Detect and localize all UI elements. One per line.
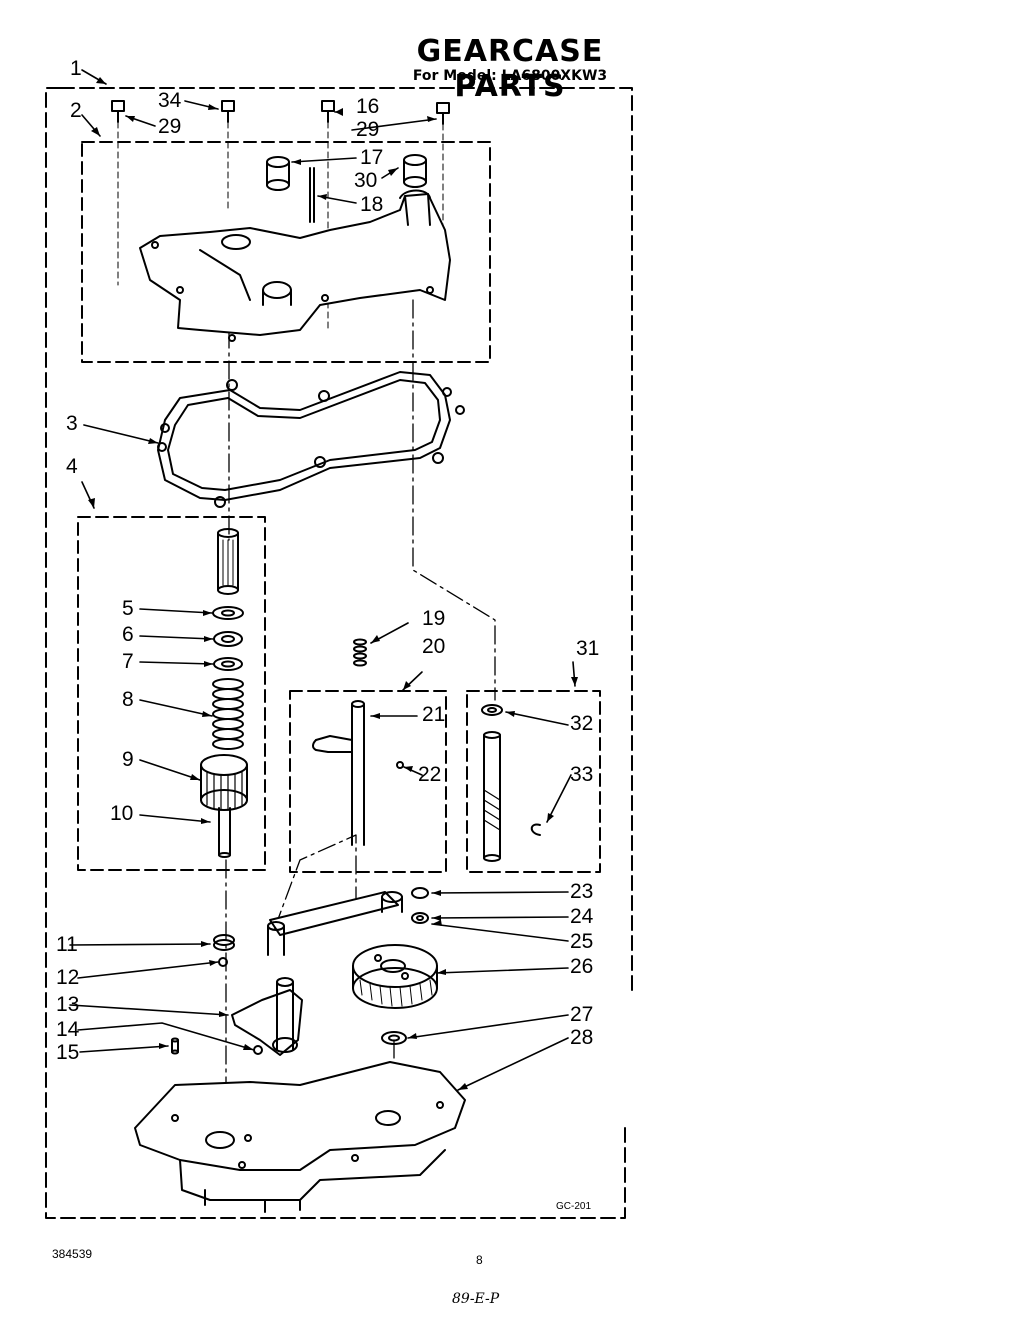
callout-16: 16 [356,95,380,118]
callout-34: 34 [158,89,182,112]
callout-2: 2 [70,99,82,122]
cover-screw-icon [111,100,125,286]
main-gear-26-icon [352,944,438,1009]
callout-15: 15 [56,1041,80,1064]
callout-30: 30 [354,169,378,192]
callout-18: 18 [360,193,384,216]
callout-6: 6 [122,623,134,646]
diagram-code: GC-201 [556,1201,592,1212]
shifter-subassembly-box [289,690,447,873]
leader-lines [69,69,576,1091]
callout-13: 13 [56,993,80,1016]
leader-arrowheads [88,77,578,1090]
bearing-6-icon [213,631,243,647]
splined-shaft-icon [217,528,239,595]
callout-20: 20 [422,635,446,658]
pin-14-icon [253,1045,263,1055]
bushing-17-icon [266,156,290,191]
document-number: 384539 [52,1247,93,1261]
washer-32-icon [481,704,503,716]
gearcase-assembly-frame [45,87,633,1219]
callout-5: 5 [122,597,134,620]
callout-12: 12 [56,966,80,989]
callout-3: 3 [66,412,78,435]
pin-18-icon [309,167,315,223]
page-number: 8 [476,1253,483,1267]
callout-9: 9 [122,748,134,771]
shifter-fork-icon [312,700,404,846]
callout-17: 17 [360,146,384,169]
callout-28: 28 [570,1026,594,1049]
callout-1: 1 [70,57,82,80]
handwritten-date: 89-E-P [452,1291,500,1307]
pinion-gear-9-icon [200,754,248,811]
washer-7-icon [213,657,243,671]
callout-7: 7 [122,650,134,673]
callout-19: 19 [422,607,446,630]
washer-5-icon [212,606,244,620]
bushing-11-icon [213,934,235,951]
page-title: GEARCASE PARTS [416,34,604,104]
callout-14: 14 [56,1018,80,1041]
pinion-subassembly-box [466,690,601,873]
model-subtitle: For Model: LA6800XKW3 [412,68,608,84]
spring-8-icon [212,678,244,750]
callout-26: 26 [570,955,594,978]
callout-25: 25 [570,930,594,953]
callout-24: 24 [570,905,594,928]
callout-31: 31 [576,637,600,660]
callout-27: 27 [570,1003,594,1026]
callout-22: 22 [418,763,442,786]
gasket-icon [157,371,465,508]
agitate-cam-13-icon [231,977,303,1056]
callout-8: 8 [122,688,134,711]
cover-subassembly-box [81,141,491,363]
worm-shaft-icon [483,731,501,862]
shaft-10-icon [218,807,231,858]
callout-10: 10 [110,802,134,825]
spring-19-icon [353,638,367,667]
ball-12-icon [218,957,228,967]
dowel-pin-15-icon [171,1037,179,1055]
cover-screw-34-icon [221,100,235,211]
callout-23: 23 [570,880,594,903]
gearcase-cover-icon [139,189,451,342]
callout-21: 21 [422,703,446,726]
crank-arm-icon [267,891,403,956]
callout-11: 11 [56,933,78,956]
callout-29b: 29 [356,118,380,141]
washer-27-icon [381,1031,407,1045]
callout-29a: 29 [158,115,182,138]
retaining-ring-33-icon [530,823,541,836]
callout-32: 32 [570,712,594,735]
callout-4: 4 [66,455,78,478]
cover-screw-29b-icon [436,102,450,241]
washer-24-icon [411,912,429,924]
shaft-subassembly-box [77,516,266,871]
bushing-30-icon [403,154,427,188]
gearcase-base-icon [134,1061,466,1213]
cap-23-icon [411,887,429,899]
callout-33: 33 [570,763,594,786]
